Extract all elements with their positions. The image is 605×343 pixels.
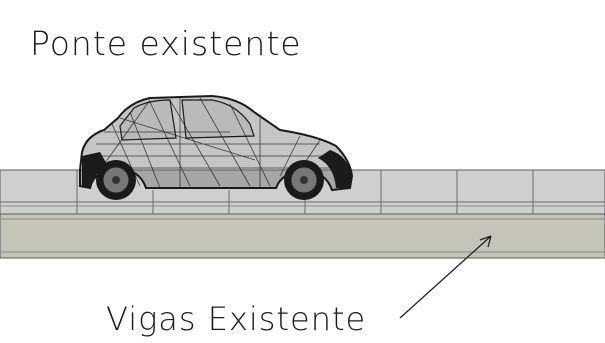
label-existing-beams: Vigas Existente	[106, 300, 367, 338]
beam-pointer-arrow	[399, 235, 492, 319]
label-existing-bridge: Ponte existente	[30, 24, 302, 63]
existing-beam	[0, 213, 605, 259]
car	[79, 94, 354, 200]
car-front-wheel	[284, 160, 324, 200]
car-front-bumper	[318, 150, 352, 188]
car-rear-bumper	[82, 152, 108, 188]
deck-joints	[76, 170, 534, 214]
car-rear-wheel	[96, 160, 136, 200]
